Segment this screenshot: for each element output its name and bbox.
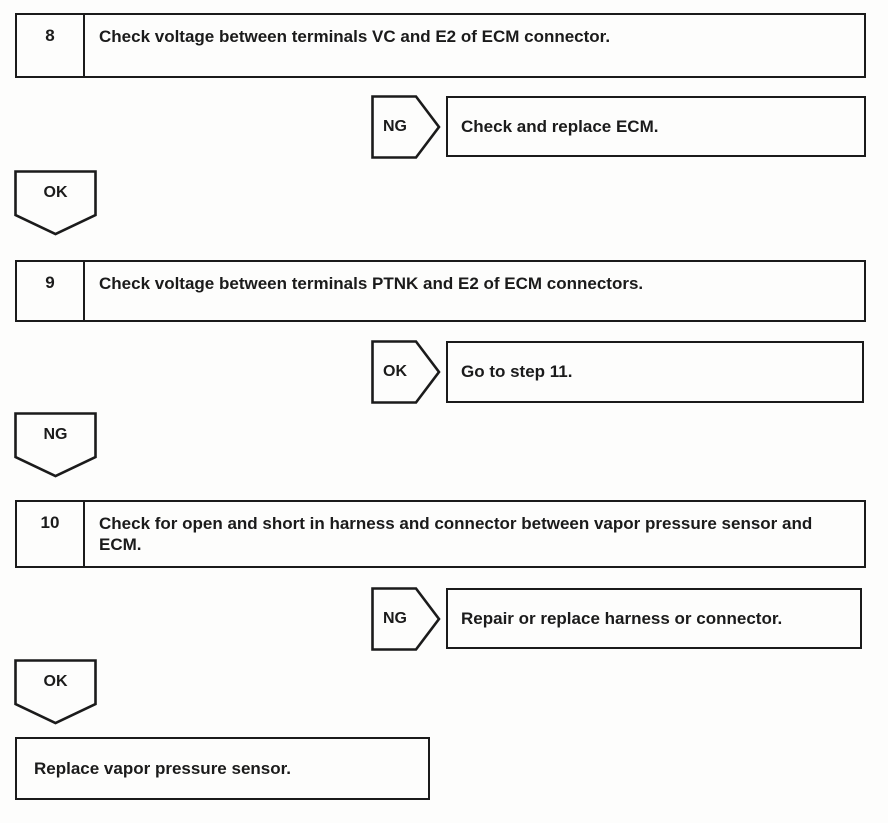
step-box-9: 9 Check voltage between terminals PTNK a… — [15, 260, 866, 322]
branch-arrow-ng: NG — [371, 587, 441, 651]
connector-label: OK — [43, 184, 68, 201]
branch-label: NG — [383, 610, 407, 627]
step-number: 10 — [17, 502, 85, 566]
connector-label: OK — [43, 673, 68, 690]
arrow-right-pentagon-icon — [371, 340, 441, 404]
connector-label: NG — [43, 426, 68, 443]
step-instruction: Check voltage between terminals VC and E… — [99, 27, 611, 46]
step-number: 9 — [17, 262, 85, 320]
step-instruction: Check for open and short in harness and … — [99, 514, 813, 554]
step-number: 8 — [17, 15, 85, 76]
result-text: Repair or replace harness or connector. — [461, 608, 783, 628]
branch-label: OK — [383, 363, 407, 380]
connector-ok-down: OK — [14, 659, 97, 725]
final-action-text: Replace vapor pressure sensor. — [34, 758, 292, 778]
result-box: Check and replace ECM. — [446, 96, 866, 157]
result-box: Repair or replace harness or connector. — [446, 588, 862, 649]
result-box: Go to step 11. — [446, 341, 864, 403]
branch-arrow-ng: NG — [371, 95, 441, 159]
connector-ok-down: OK — [14, 170, 97, 236]
step-instruction: Check voltage between terminals PTNK and… — [99, 274, 644, 293]
branch-label: NG — [383, 118, 407, 135]
step-box-8: 8 Check voltage between terminals VC and… — [15, 13, 866, 78]
arrow-down-pentagon-icon — [14, 170, 97, 236]
arrow-right-pentagon-icon — [371, 95, 441, 159]
result-text: Check and replace ECM. — [461, 116, 659, 136]
arrow-down-pentagon-icon — [14, 412, 97, 478]
arrow-down-pentagon-icon — [14, 659, 97, 725]
final-action-box: Replace vapor pressure sensor. — [15, 737, 430, 800]
step-box-10: 10 Check for open and short in harness a… — [15, 500, 866, 568]
arrow-right-pentagon-icon — [371, 587, 441, 651]
branch-arrow-ok: OK — [371, 340, 441, 404]
connector-ng-down: NG — [14, 412, 97, 478]
result-text: Go to step 11. — [461, 362, 573, 381]
